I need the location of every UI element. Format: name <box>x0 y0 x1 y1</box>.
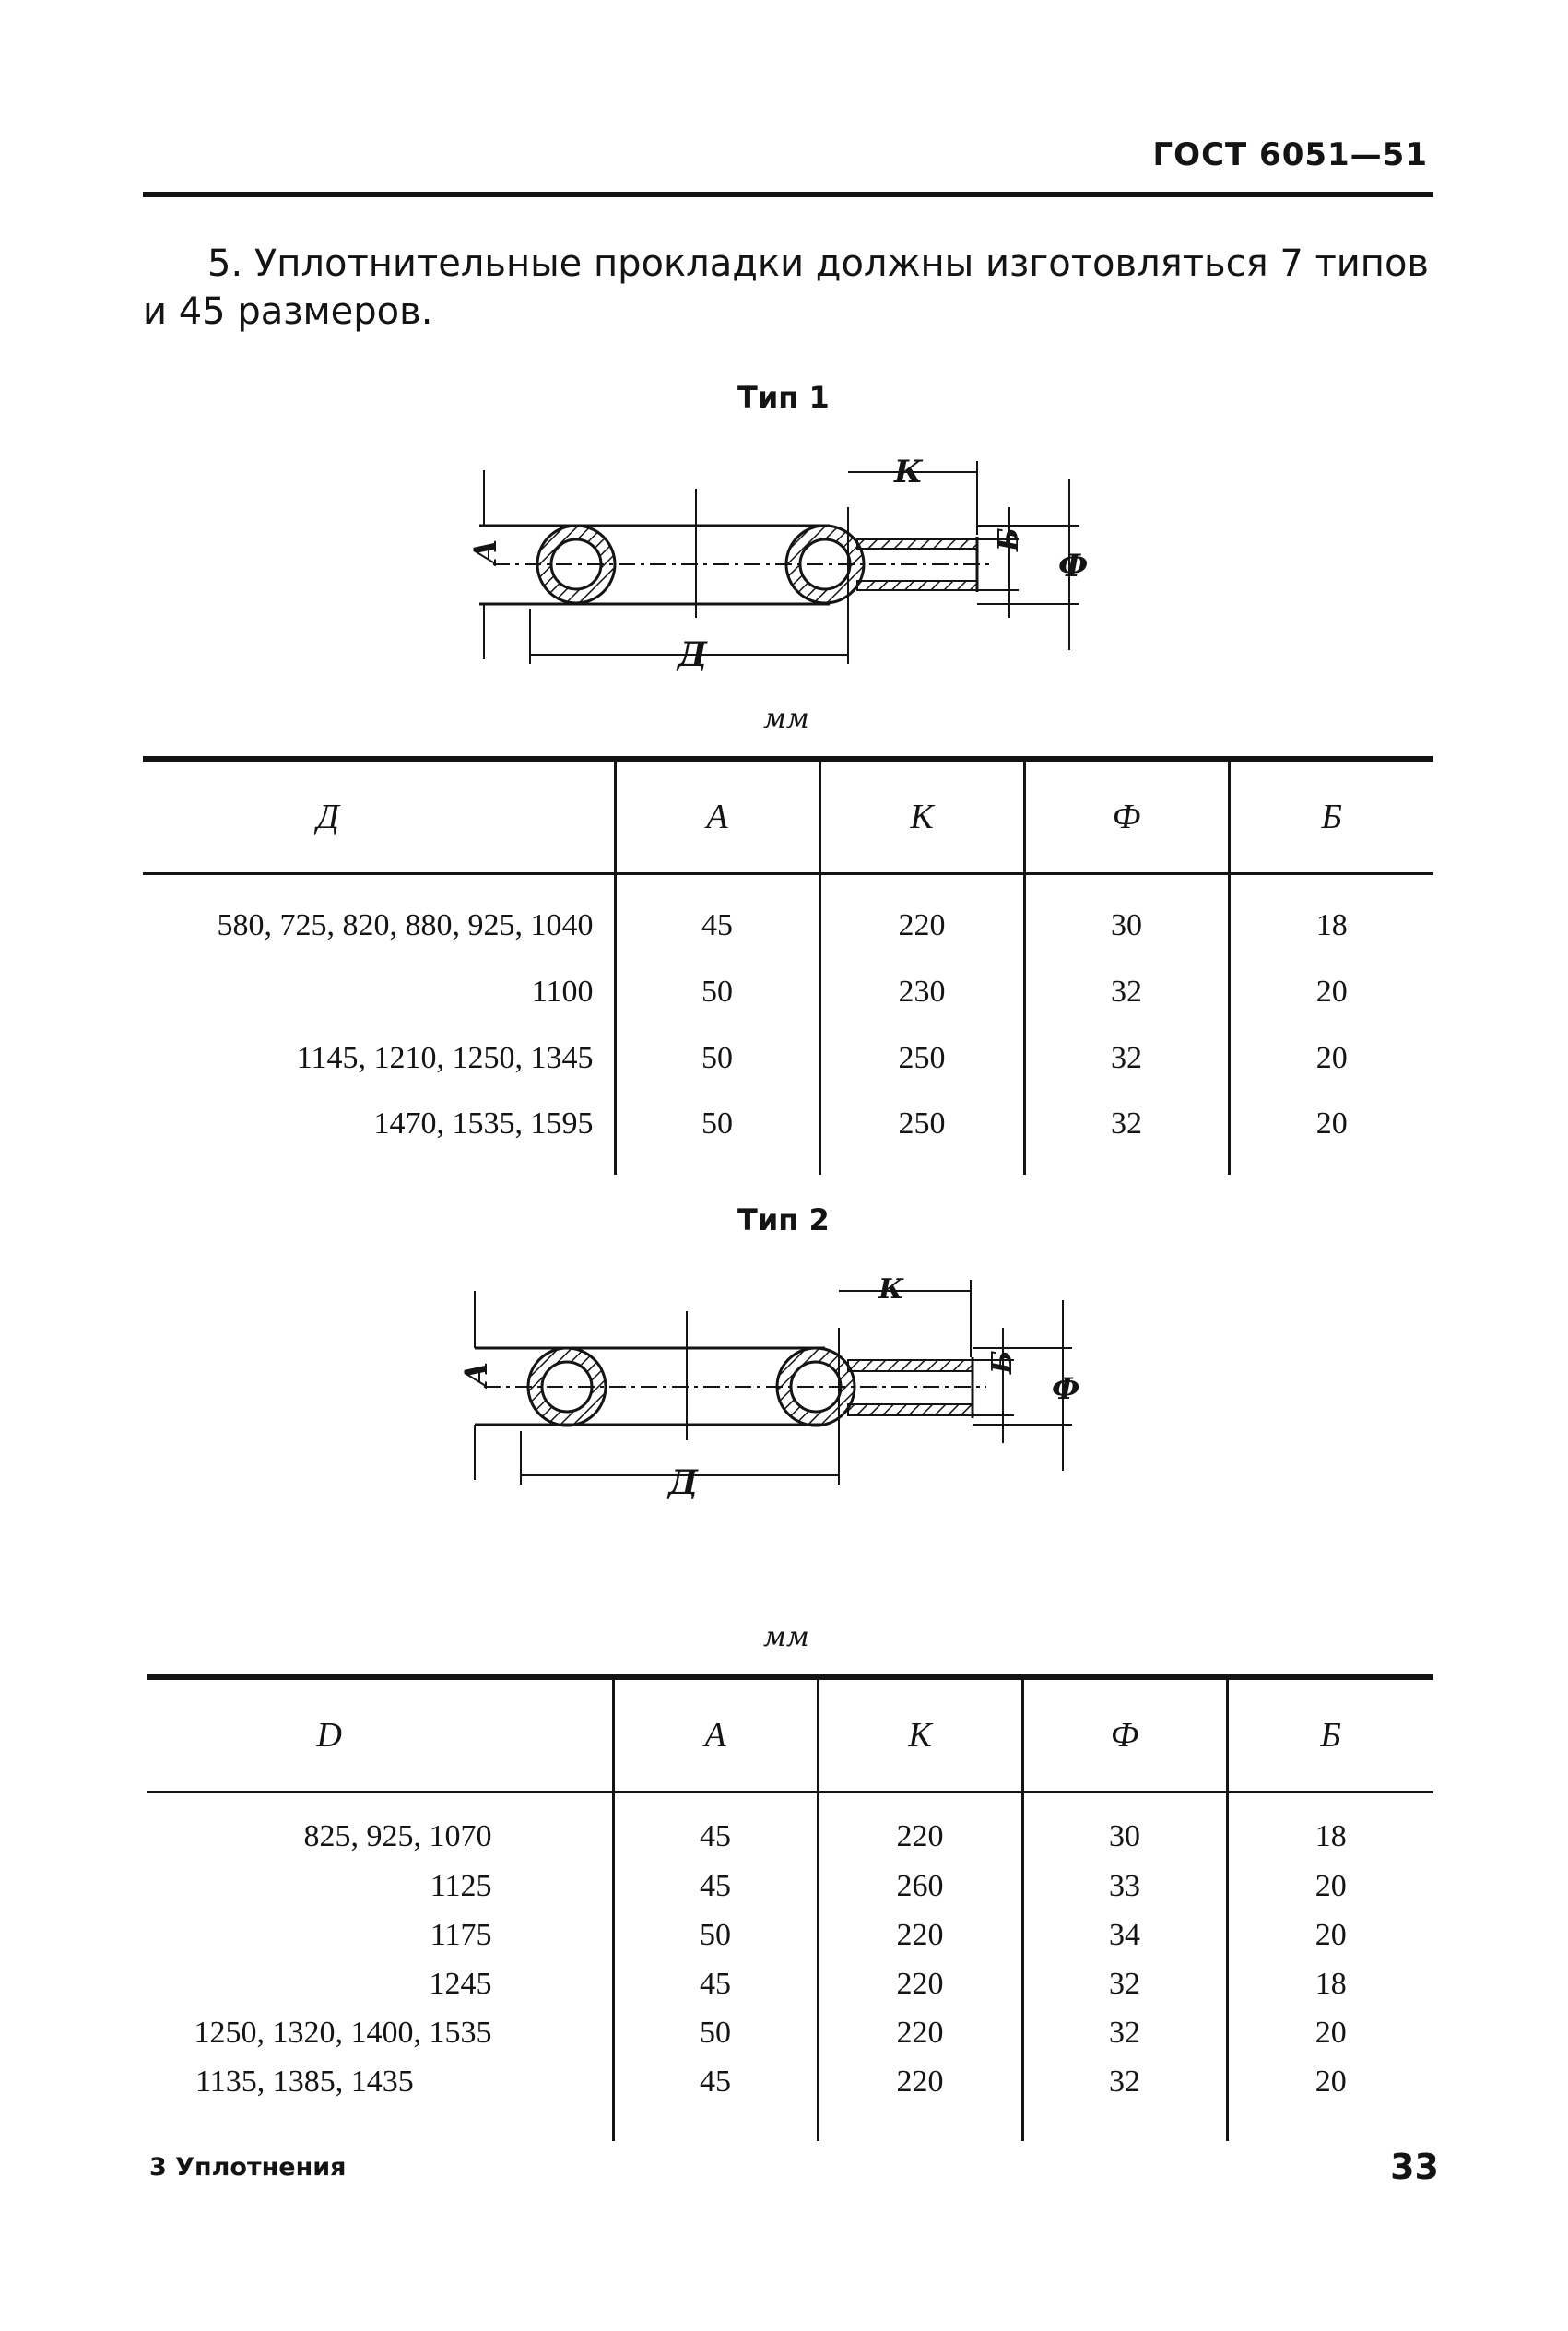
type1-col-k: К <box>818 759 1024 875</box>
table-row: 1125 45 260 33 20 <box>147 1862 1433 1911</box>
type1-dim-d: Д <box>676 635 708 674</box>
cell: 250 <box>818 1024 1024 1092</box>
cell: 230 <box>818 958 1024 1025</box>
type1-dim-f: Ф <box>1058 548 1088 585</box>
cell: 1245 <box>429 1967 492 2001</box>
cell: 32 <box>1020 2008 1227 2058</box>
cell: 50 <box>611 1911 818 1960</box>
type2-dim-k: К <box>878 1273 904 1306</box>
type1-table: Д А К Ф Б 580, 725, 820, 880, 925, 1040 … <box>143 756 1433 1175</box>
cell: 20 <box>1227 1024 1433 1092</box>
type1-unit: мм <box>763 703 809 735</box>
cell: 45 <box>611 1862 818 1911</box>
cell: 18 <box>1225 1959 1433 2009</box>
cell: 30 <box>1022 873 1229 959</box>
cell: 32 <box>1020 2057 1227 2141</box>
cell: 45 <box>611 1959 818 2009</box>
cell: 45 <box>611 1792 818 1863</box>
intro-paragraph: 5. Уплотнительные прокладки должны изгот… <box>143 240 1433 336</box>
cell: 220 <box>816 1792 1022 1863</box>
type1-heading: Тип 1 <box>737 380 830 415</box>
page-number: 33 <box>1390 2147 1439 2187</box>
type2-heading: Тип 2 <box>737 1202 830 1237</box>
cell: 1135, 1385, 1435 <box>195 2065 414 2099</box>
table-row: 1175 50 220 34 20 <box>147 1911 1433 1960</box>
cell: 18 <box>1227 873 1433 959</box>
table-row: 1250, 1320, 1400, 1535 50 220 32 20 <box>147 2008 1433 2058</box>
cell: 50 <box>613 1091 819 1175</box>
cell: 20 <box>1225 1911 1433 1960</box>
cell: 1145, 1210, 1250, 1345 <box>296 1040 594 1075</box>
type1-dim-a: А <box>467 538 504 567</box>
header-rule <box>143 192 1433 197</box>
type2-unit: мм <box>763 1621 809 1653</box>
cell: 32 <box>1022 1091 1229 1175</box>
type2-drawing: А Д К Б Ф <box>438 1272 1120 1516</box>
table-row: 1135, 1385, 1435 45 220 32 20 <box>147 2057 1433 2141</box>
cell: 33 <box>1020 1862 1227 1911</box>
type2-drawing-svg: А Д К Б Ф <box>458 1273 1079 1502</box>
cell: 50 <box>613 958 819 1025</box>
type1-header-row: Д А К Ф Б <box>143 759 1433 875</box>
type2-header-row: D А К Ф Б <box>147 1677 1433 1793</box>
table-row: 1145, 1210, 1250, 1345 50 250 32 20 <box>143 1024 1433 1092</box>
cell: 1175 <box>430 1918 492 1952</box>
cell: 1125 <box>430 1869 492 1903</box>
type1-dim-b: Б <box>993 527 1025 552</box>
cell: 20 <box>1225 2008 1433 2058</box>
table-row: 580, 725, 820, 880, 925, 1040 45 220 30 … <box>143 873 1433 959</box>
cell: 34 <box>1020 1911 1227 1960</box>
type1-drawing: А Д К Б Ф <box>442 452 1125 695</box>
type2-dim-a: А <box>458 1361 495 1390</box>
cell: 32 <box>1022 1024 1229 1092</box>
type2-col-b: Б <box>1225 1677 1433 1793</box>
cell: 32 <box>1020 1959 1227 2009</box>
cell: 1250, 1320, 1400, 1535 <box>194 2016 492 2050</box>
type1-dim-k: К <box>893 454 924 491</box>
cell: 18 <box>1225 1792 1433 1863</box>
cell: 20 <box>1227 1091 1433 1175</box>
cell: 825, 925, 1070 <box>303 1818 492 1853</box>
cell: 220 <box>816 2008 1022 2058</box>
type1-col-d: Д <box>143 759 615 875</box>
cell: 1470, 1535, 1595 <box>373 1106 594 1141</box>
cell: 20 <box>1227 958 1433 1025</box>
cell: 1100 <box>531 974 594 1009</box>
cell: 220 <box>816 1911 1022 1960</box>
type2-dim-d: Д <box>666 1463 699 1502</box>
cell: 20 <box>1225 2057 1433 2141</box>
cell: 32 <box>1022 958 1229 1025</box>
type2-col-d: D <box>147 1677 613 1793</box>
type2-col-a: А <box>611 1677 818 1793</box>
type2-col-k: К <box>816 1677 1022 1793</box>
cell: 260 <box>816 1862 1022 1911</box>
table-row: 1100 50 230 32 20 <box>143 958 1433 1025</box>
type1-col-b: Б <box>1227 759 1433 875</box>
intro-text: 5. Уплотнительные прокладки должны изгот… <box>143 243 1429 333</box>
type1-col-a: А <box>613 759 819 875</box>
type1-col-f: Ф <box>1022 759 1229 875</box>
cell: 45 <box>611 2057 818 2141</box>
cell: 580, 725, 820, 880, 925, 1040 <box>217 907 594 942</box>
type2-col-f: Ф <box>1020 1677 1227 1793</box>
cell: 220 <box>818 873 1024 959</box>
table-row: 1470, 1535, 1595 50 250 32 20 <box>143 1091 1433 1175</box>
cell: 220 <box>816 2057 1022 2141</box>
table-row: 1245 45 220 32 18 <box>147 1959 1433 2009</box>
type1-drawing-svg: А Д К Б Ф <box>467 454 1088 674</box>
table-row: 825, 925, 1070 45 220 30 18 <box>147 1792 1433 1863</box>
type2-dim-b: Б <box>986 1350 1019 1375</box>
footer-section: 3 Уплотнения <box>149 2153 347 2182</box>
cell: 30 <box>1020 1792 1227 1863</box>
cell: 50 <box>613 1024 819 1092</box>
cell: 220 <box>816 1959 1022 2009</box>
cell: 45 <box>613 873 819 959</box>
cell: 20 <box>1225 1862 1433 1911</box>
type2-table: D А К Ф Б 825, 925, 1070 45 220 30 18 11… <box>147 1674 1433 2141</box>
type2-dim-f: Ф <box>1052 1371 1079 1406</box>
cell: 50 <box>611 2008 818 2058</box>
document-number: ГОСТ 6051—51 <box>1152 136 1428 173</box>
cell: 250 <box>818 1091 1024 1175</box>
